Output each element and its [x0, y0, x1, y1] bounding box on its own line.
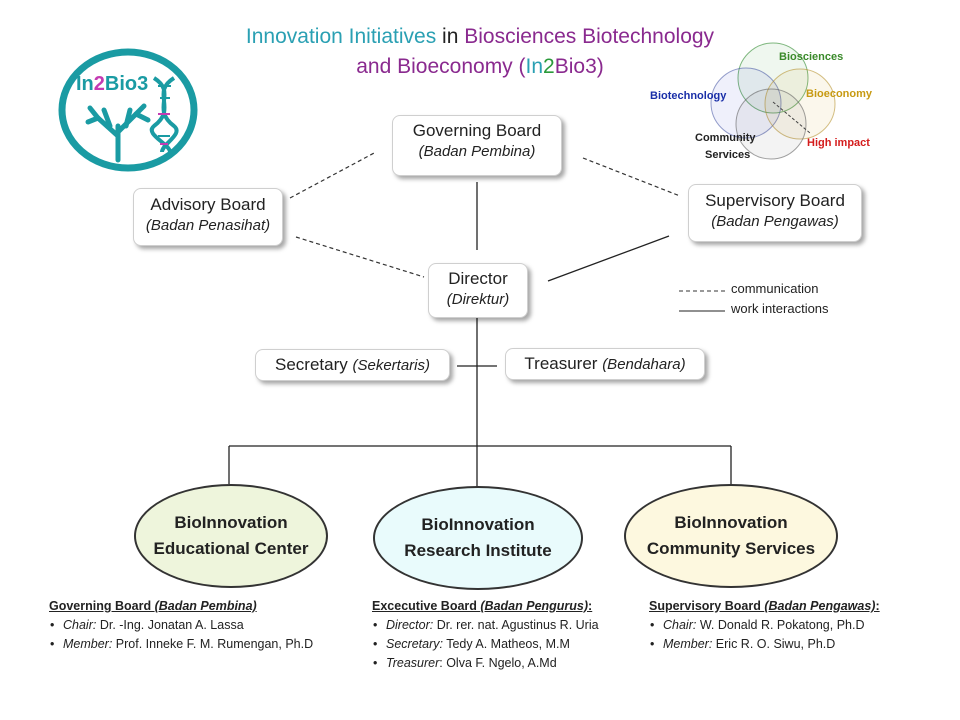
advisory-board-title: Advisory Board — [150, 195, 266, 214]
coral-dna-logo-icon: In2Bio3 — [58, 48, 198, 172]
treasurer-box: Treasurer (Bendahara) — [505, 348, 705, 380]
info-supervisory-heading: Supervisory Board (Badan Pengawas): — [649, 597, 880, 616]
legend-work-interactions: work interactions — [731, 301, 829, 316]
info-role: Chair: — [63, 618, 97, 632]
info-name: : Olva F. Ngelo, A.Md — [439, 656, 557, 670]
governing-board-subtitle: (Badan Pembina) — [418, 143, 536, 160]
venn-label-community: Community — [695, 132, 756, 144]
info-supervisory-head-text: Supervisory Board — [649, 599, 765, 613]
director-title: Director — [448, 269, 508, 288]
secretary-subtitle: (Sekertaris) — [352, 357, 430, 374]
secretary-box: Secretary (Sekertaris) — [255, 349, 450, 381]
page-title: Innovation Initiatives in Biosciences Bi… — [170, 22, 790, 82]
unit-research-line2: Research Institute — [404, 541, 552, 560]
info-name: Tedy A. Matheos, M.M — [442, 637, 570, 651]
venn-circle-community — [735, 88, 807, 160]
director-box: Director (Direktur) — [428, 263, 528, 318]
list-item: Secretary: Tedy A. Matheos, M.M — [373, 635, 599, 654]
advisory-board-box: Advisory Board (Badan Penasihat) — [133, 188, 283, 246]
info-governing-head-text: Governing Board — [49, 599, 155, 613]
list-item: Member: Eric R. O. Siwu, Ph.D — [650, 635, 880, 654]
venn-high-impact-pointer — [772, 101, 811, 134]
list-item: Treasurer: Olva F. Ngelo, A.Md — [373, 654, 599, 673]
title-part-in-short: In — [525, 55, 544, 78]
treasurer-title: Treasurer — [524, 354, 603, 373]
title-part-bioeconomy: and Bioeconomy ( — [356, 55, 526, 78]
title-part-biosciences: Biosciences Biotechnology — [464, 25, 715, 48]
logo-text-in: In — [76, 73, 94, 95]
logo-text-2: 2 — [94, 73, 105, 95]
list-item: Chair: W. Donald R. Pokatong, Ph.D — [650, 616, 880, 635]
venn-diagram — [710, 42, 836, 160]
governing-board-box: Governing Board (Badan Pembina) — [392, 115, 562, 176]
info-supervisory-board: Supervisory Board (Badan Pengawas): Chai… — [649, 597, 880, 654]
governing-board-title: Governing Board — [412, 121, 542, 140]
info-executive-board: Excecutive Board (Badan Pengurus): Direc… — [372, 597, 599, 673]
venn-circle-biotechnology — [710, 67, 782, 139]
title-part-two: 2 — [543, 55, 555, 78]
unit-community-line1: BioInnovation — [674, 513, 788, 532]
info-name: Eric R. O. Siwu, Ph.D — [712, 637, 836, 651]
info-governing-board: Governing Board (Badan Pembina) Chair: D… — [49, 597, 313, 654]
venn-label-biosciences: Biosciences — [779, 51, 844, 63]
in2bio3-logo: In2Bio3 — [58, 48, 198, 172]
director-subtitle: (Direktur) — [446, 291, 510, 308]
unit-community-line2: Community Services — [646, 539, 816, 558]
venn-label-biotechnology: Biotechnology — [650, 90, 727, 102]
secretary-title: Secretary — [275, 355, 353, 374]
supervisory-board-title: Supervisory Board — [705, 191, 845, 210]
title-part-close: ) — [596, 55, 604, 78]
venn-label-services: Services — [705, 149, 751, 161]
info-supervisory-head-italic: (Badan Pengawas) — [764, 599, 876, 613]
title-part-in: in — [436, 25, 465, 48]
info-role: Chair: — [663, 618, 697, 632]
info-executive-head-colon: : — [588, 599, 593, 613]
venn-label-high-impact: High impact — [807, 137, 870, 149]
venn-label-bioeconomy: Bioeconomy — [806, 88, 873, 100]
comm-line-governing-supervisory — [582, 157, 681, 197]
info-executive-head-text: Excecutive Board — [372, 599, 481, 613]
unit-edu-line1: BioInnovation — [174, 513, 288, 532]
supervisory-board-subtitle: (Badan Pengawas) — [711, 213, 839, 230]
info-executive-head-italic: (Badan Pengurus) — [480, 599, 589, 613]
info-role: Member: — [663, 637, 713, 651]
info-role: Treasurer — [386, 656, 440, 670]
advisory-board-subtitle: (Badan Penasihat) — [145, 217, 271, 234]
list-item: Chair: Dr. -Ing. Jonatan A. Lassa — [50, 616, 313, 635]
info-name: Prof. Inneke F. M. Rumengan, Ph.D — [112, 637, 314, 651]
title-part-initiatives: Innovation Initiatives — [245, 25, 437, 48]
info-role: Member: — [63, 637, 113, 651]
treasurer-subtitle: (Bendahara) — [602, 356, 686, 373]
unit-edu-line2: Educational Center — [153, 539, 309, 558]
svg-text:In2Bio3: In2Bio3 — [76, 73, 148, 95]
list-item: Director: Dr. rer. nat. Agustinus R. Uri… — [373, 616, 599, 635]
info-governing-head-italic: (Badan Pembina) — [154, 599, 257, 613]
info-name: W. Donald R. Pokatong, Ph.D — [696, 618, 865, 632]
supervisory-board-box: Supervisory Board (Badan Pengawas) — [688, 184, 862, 242]
unit-research-line1: BioInnovation — [421, 515, 535, 534]
info-executive-heading: Excecutive Board (Badan Pengurus): — [372, 597, 599, 616]
work-line-supervisory-director — [547, 235, 670, 282]
list-item: Member: Prof. Inneke F. M. Rumengan, Ph.… — [50, 635, 314, 654]
comm-line-advisory-governing — [289, 151, 377, 199]
logo-text-bio3: Bio3 — [105, 73, 148, 95]
comm-line-advisory-director — [295, 236, 425, 278]
legend-communication: communication — [731, 281, 819, 296]
info-role: Secretary: — [386, 637, 443, 651]
info-supervisory-head-colon: : — [875, 599, 880, 613]
info-name: Dr. rer. nat. Agustinus R. Uria — [433, 618, 599, 632]
info-name: Dr. -Ing. Jonatan A. Lassa — [96, 618, 244, 632]
venn-circle-biosciences — [737, 42, 809, 114]
info-role: Director: — [386, 618, 434, 632]
title-part-bio3: Bio3 — [554, 55, 597, 78]
info-governing-heading: Governing Board (Badan Pembina) — [49, 597, 313, 616]
